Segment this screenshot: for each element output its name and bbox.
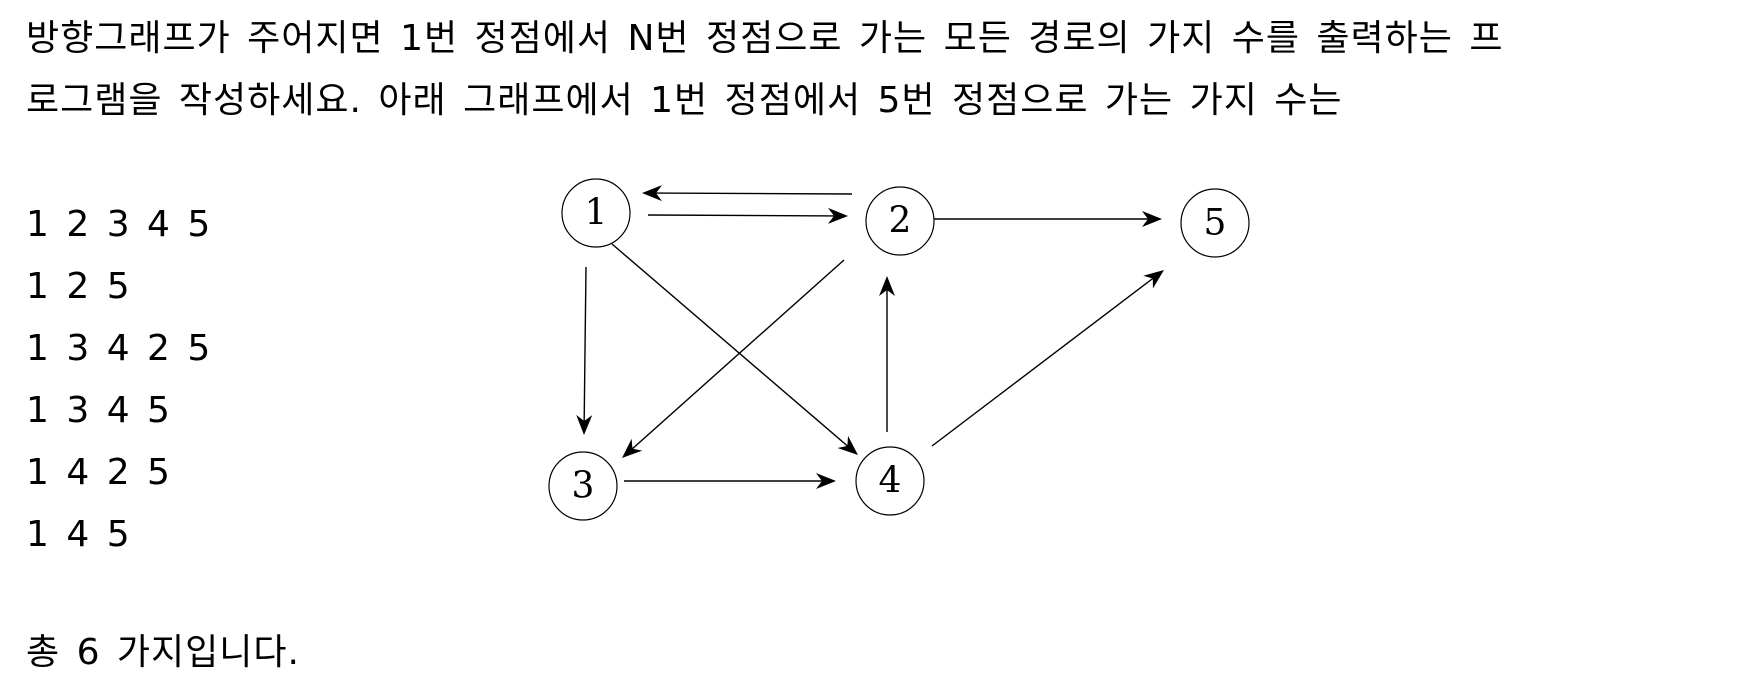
edge-1-to-3	[576, 266, 593, 435]
node-circle	[1180, 188, 1250, 258]
graph-node-5: 5	[1180, 188, 1250, 258]
path-item: 1 3 4 5	[26, 390, 170, 431]
edge-line	[611, 243, 850, 448]
node-label: 2	[889, 201, 912, 242]
edge-2-to-5	[932, 211, 1162, 227]
node-circle	[548, 451, 618, 521]
edge-line	[630, 259, 845, 451]
edge-line	[647, 214, 837, 217]
node-label: 1	[585, 193, 608, 234]
arrowhead-icon	[837, 435, 858, 455]
path-item: 1 2 5	[26, 266, 130, 307]
edge-line	[583, 266, 587, 424]
graph-nodes: 1 2 3 4 5	[548, 178, 1250, 521]
summary-text: 총 6 가지입니다.	[26, 632, 300, 673]
graph-node-4: 4	[855, 446, 925, 516]
edge-4-to-2	[879, 276, 895, 432]
edge-1-to-4	[611, 243, 858, 455]
problem-line-1: 방향그래프가 주어지면 1번 정점에서 N번 정점으로 가는 모든 경로의 가지…	[26, 18, 1504, 59]
graph-edges	[576, 185, 1164, 489]
arrowhead-icon	[1142, 211, 1162, 227]
edge-2-to-1	[642, 185, 853, 202]
edge-line	[653, 192, 853, 195]
edge-4-to-5	[931, 270, 1164, 447]
arrowhead-icon	[642, 185, 663, 202]
arrowhead-icon	[576, 414, 593, 435]
path-list: 1 2 3 4 5 1 2 5 1 3 4 2 5 1 3 4 5 1 4 2 …	[26, 194, 210, 566]
node-circle	[561, 178, 631, 248]
arrowhead-icon	[816, 473, 836, 489]
path-item: 1 4 5	[26, 514, 130, 555]
graph-node-3: 3	[548, 451, 618, 521]
edge-3-to-4	[624, 473, 836, 489]
path-item: 1 2 3 4 5	[26, 204, 211, 245]
edge-line	[931, 276, 1155, 447]
path-item: 1 4 2 5	[26, 452, 170, 493]
problem-line-2: 로그램을 작성하세요. 아래 그래프에서 1번 정점에서 5번 정점으로 가는 …	[26, 80, 1343, 121]
edge-2-to-3	[622, 259, 845, 458]
node-circle	[865, 186, 935, 256]
arrowhead-icon	[827, 207, 848, 224]
graph-node-1: 1	[561, 178, 631, 248]
node-label: 4	[879, 461, 902, 502]
arrowhead-icon	[1143, 270, 1164, 289]
node-label: 5	[1204, 203, 1227, 244]
path-item: 1 3 4 2 5	[26, 328, 211, 369]
edge-1-to-2	[647, 207, 848, 224]
arrowhead-icon	[879, 276, 895, 296]
graph-node-2: 2	[865, 186, 935, 256]
problem-description: 방향그래프가 주어지면 1번 정점에서 N번 정점으로 가는 모든 경로의 가지…	[26, 8, 1746, 132]
node-label: 3	[572, 466, 595, 507]
arrowhead-icon	[622, 438, 643, 458]
node-circle	[855, 446, 925, 516]
